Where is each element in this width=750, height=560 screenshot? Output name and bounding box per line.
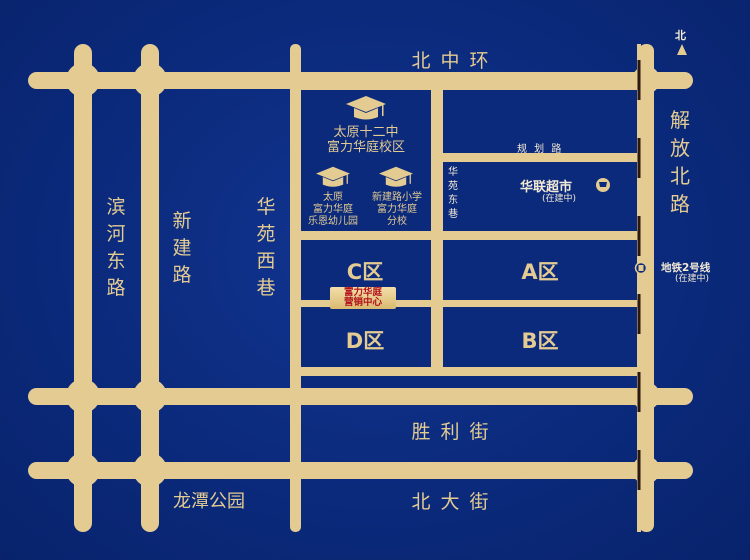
- label-bei-zhong-huan: 北中环: [411, 50, 499, 72]
- label-bin-he-dong-lu: 滨河东路: [106, 196, 126, 299]
- label-sheng-li-jie: 胜利街: [411, 421, 499, 443]
- school-main-line: 富力华庭校区: [326, 140, 406, 155]
- road-bei-zhong-huan: [28, 72, 693, 89]
- school-primary-line: 新建路小学: [372, 192, 422, 203]
- supermarket-name: 华联超市: [520, 180, 573, 195]
- block-supermarket: [443, 162, 639, 231]
- metro-name: 地铁2号线: [661, 262, 711, 274]
- school-main-line: 太原十二中: [333, 125, 399, 140]
- compass-label: 北: [675, 29, 686, 42]
- sales-center-badge: 富力华庭 营销中心: [330, 287, 396, 309]
- block-a: [443, 240, 639, 300]
- label-gui-hua-lu: 规 划 路: [517, 144, 564, 155]
- zone-c: C区: [346, 260, 384, 284]
- label-hua-yuan-xi-xiang: 华苑西巷: [256, 196, 276, 299]
- north-arrow-icon: [677, 44, 687, 55]
- block-d: [301, 307, 431, 367]
- school-kindergarten-line: 乐恩幼儿园: [308, 216, 358, 227]
- label-jie-fang-bei-lu: 解放北路: [670, 108, 690, 216]
- label-hua-yuan-dong-xiang: 华苑东巷: [448, 167, 458, 220]
- school-kindergarten-line: 太原: [323, 192, 343, 203]
- label-bei-da-jie: 北大街: [411, 491, 499, 513]
- block-north-east: [443, 90, 639, 153]
- shopping-cart-icon: [596, 178, 610, 192]
- school-kindergarten-line: 富力华庭: [313, 204, 353, 215]
- zone-a: A区: [521, 260, 559, 284]
- road-jie-fang-bei-lu: [639, 44, 654, 532]
- road-sheng-li-jie: [28, 388, 693, 405]
- school-primary-line: 分校: [387, 216, 407, 227]
- label-xin-jian-lu: 新建路: [172, 210, 192, 286]
- school-primary: 新建路小学 富力华庭 分校: [372, 192, 422, 228]
- sales-center-line: 营销中心: [343, 297, 382, 308]
- sales-center-line: 富力华庭: [343, 287, 382, 298]
- school-primary-line: 富力华庭: [377, 204, 417, 215]
- graduation-cap-icon: [346, 96, 386, 120]
- zone-d: D区: [345, 329, 385, 353]
- label-long-tan-park: 龙潭公园: [173, 491, 245, 512]
- metro-status: (在建中): [674, 274, 710, 284]
- supermarket-status: (在建中): [541, 194, 577, 204]
- block-b: [443, 307, 639, 367]
- road-bei-da-jie: [28, 462, 693, 479]
- metro-line: [634, 44, 648, 532]
- zone-b: B区: [521, 329, 559, 353]
- school-main: 太原十二中 富力华庭校区: [327, 125, 405, 155]
- school-kindergarten: 太原 富力华庭 乐恩幼儿园: [308, 192, 358, 228]
- road-hua-yuan-xi-xiang: [290, 44, 301, 532]
